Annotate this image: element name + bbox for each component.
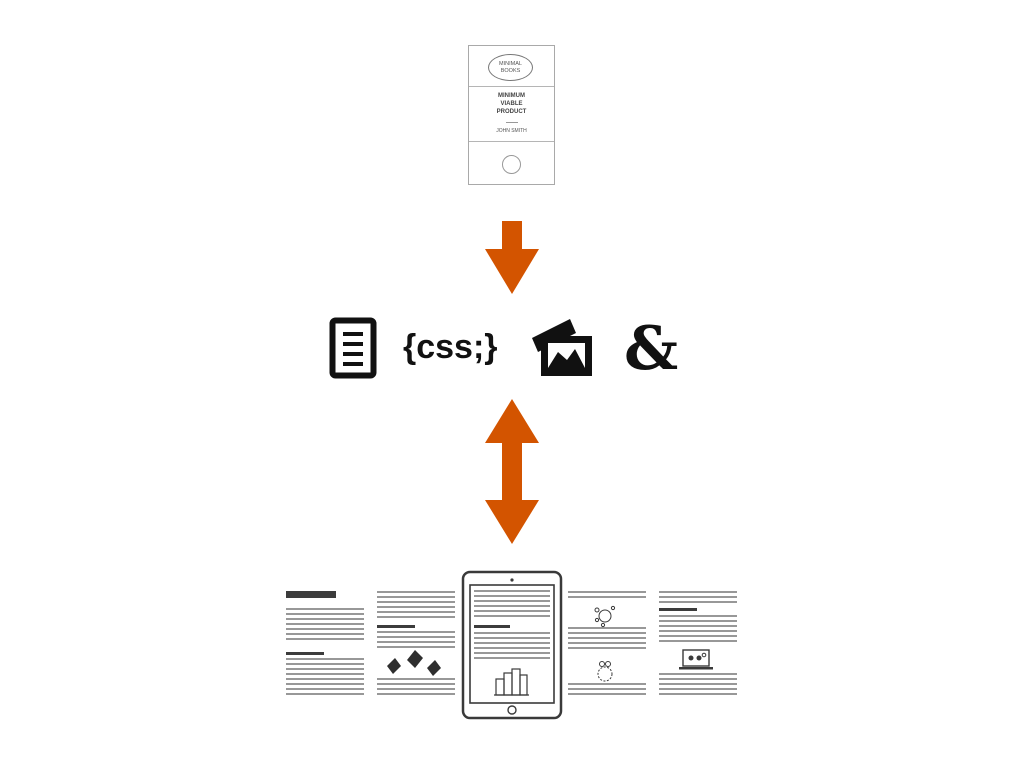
ampersand-icon: & bbox=[624, 314, 679, 384]
book-title-line-1: MINIMUM bbox=[498, 93, 525, 99]
css-icon: {css;} bbox=[403, 328, 498, 366]
cover-circle bbox=[502, 155, 521, 174]
publisher-logo: MINIMAL BOOKS bbox=[488, 54, 533, 81]
down-arrow bbox=[485, 221, 539, 294]
tablet-device bbox=[461, 570, 563, 720]
publisher-line-1: MINIMAL bbox=[499, 60, 522, 67]
book-author: JOHN SMITH bbox=[496, 128, 527, 134]
page-thumbnail bbox=[377, 591, 455, 695]
page-thumbnail bbox=[659, 591, 737, 695]
title-divider bbox=[506, 122, 518, 123]
cluster-illustration bbox=[597, 661, 613, 682]
laptop-illustration bbox=[679, 649, 713, 670]
book-title-line-2: VIABLE bbox=[500, 101, 523, 107]
publisher-line-2: BOOKS bbox=[500, 67, 521, 74]
illustration bbox=[387, 650, 441, 676]
page-thumbnail bbox=[568, 591, 646, 695]
images-icon bbox=[532, 319, 592, 376]
document-icon bbox=[329, 317, 377, 379]
home-button bbox=[507, 705, 517, 715]
cover-divider bbox=[469, 86, 554, 87]
molecule-illustration bbox=[594, 605, 616, 628]
building-illustration bbox=[494, 668, 529, 696]
page-thumbnail bbox=[286, 591, 364, 695]
double-arrow bbox=[485, 399, 539, 544]
cover-divider bbox=[469, 141, 554, 142]
book-cover: MINIMAL BOOKS MINIMUM VIABLE PRODUCT JOH… bbox=[468, 45, 555, 185]
book-title: MINIMUM VIABLE PRODUCT bbox=[469, 92, 554, 116]
book-title-line-3: PRODUCT bbox=[496, 109, 527, 115]
